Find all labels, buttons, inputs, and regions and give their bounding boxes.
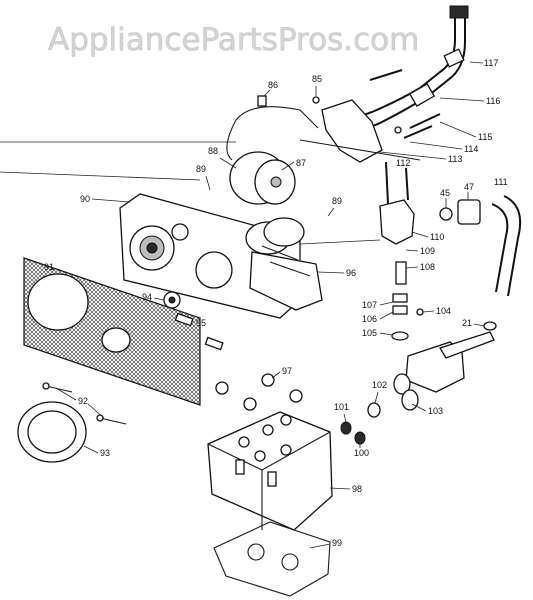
callout-109: 109	[420, 246, 435, 256]
screw-top	[369, 69, 403, 81]
screws-95	[174, 312, 224, 351]
callout-93: 93	[100, 448, 110, 458]
base-block-98	[207, 411, 333, 531]
valve-assembly	[379, 161, 415, 341]
callout-85: 85	[312, 74, 322, 84]
callout-91: 91	[44, 262, 54, 272]
callout-111: 111	[494, 177, 508, 187]
callout-116: 116	[486, 96, 500, 106]
fittings-45-47-111	[439, 195, 522, 297]
callout-117: 117	[484, 58, 498, 68]
callout-113: 113	[448, 154, 462, 164]
motor-88	[226, 106, 319, 205]
watermark: AppliancePartsPros.com	[48, 22, 419, 58]
screws-92	[42, 382, 127, 425]
callout-102: 102	[372, 380, 387, 390]
screen-panel-91	[23, 257, 201, 406]
callout-90: 90	[80, 194, 90, 204]
hose-assembly	[349, 5, 469, 133]
callout-106: 106	[362, 314, 377, 324]
callout-94: 94	[142, 292, 152, 302]
callout-86: 86	[268, 80, 278, 90]
callout-103: 103	[428, 406, 443, 416]
parts-85-86	[257, 95, 320, 107]
callout-104: 104	[436, 306, 451, 316]
leader-long-2	[0, 171, 201, 181]
callout-47: 47	[464, 182, 474, 192]
callout-45: 45	[440, 188, 450, 198]
callout-112: 112	[396, 158, 410, 168]
callout-87: 87	[296, 158, 306, 168]
callout-95: 95	[196, 318, 206, 328]
callout-105: 105	[362, 328, 377, 338]
nuts-97	[215, 373, 303, 426]
callout-115: 115	[478, 132, 492, 142]
gear-94	[163, 291, 181, 309]
gasket-99	[213, 521, 331, 597]
callout-107: 107	[362, 300, 377, 310]
callout-99: 99	[332, 538, 342, 548]
callout-114: 114	[464, 144, 478, 154]
callout-98: 98	[352, 484, 362, 494]
seals-100-102	[340, 402, 381, 445]
callout-labels: 117 116 115 114 113 112 111 110 109 108 …	[44, 58, 508, 549]
bracket-113	[299, 99, 421, 163]
callout-97: 97	[282, 366, 292, 376]
callout-100: 100	[354, 448, 369, 458]
callout-21: 21	[462, 318, 472, 328]
screws-114-115	[394, 113, 441, 139]
callout-96: 96	[346, 268, 356, 278]
callout-101: 101	[334, 402, 349, 412]
ring-93	[17, 401, 87, 463]
drive-assembly-96	[245, 217, 323, 311]
callout-88: 88	[208, 146, 218, 156]
callout-108: 108	[420, 262, 435, 272]
callout-110: 110	[430, 232, 444, 242]
callout-92: 92	[78, 396, 88, 406]
callout-89a: 89	[196, 164, 206, 174]
callout-89b: 89	[332, 196, 342, 206]
connector-103	[393, 308, 497, 411]
leader-mid	[299, 239, 381, 245]
